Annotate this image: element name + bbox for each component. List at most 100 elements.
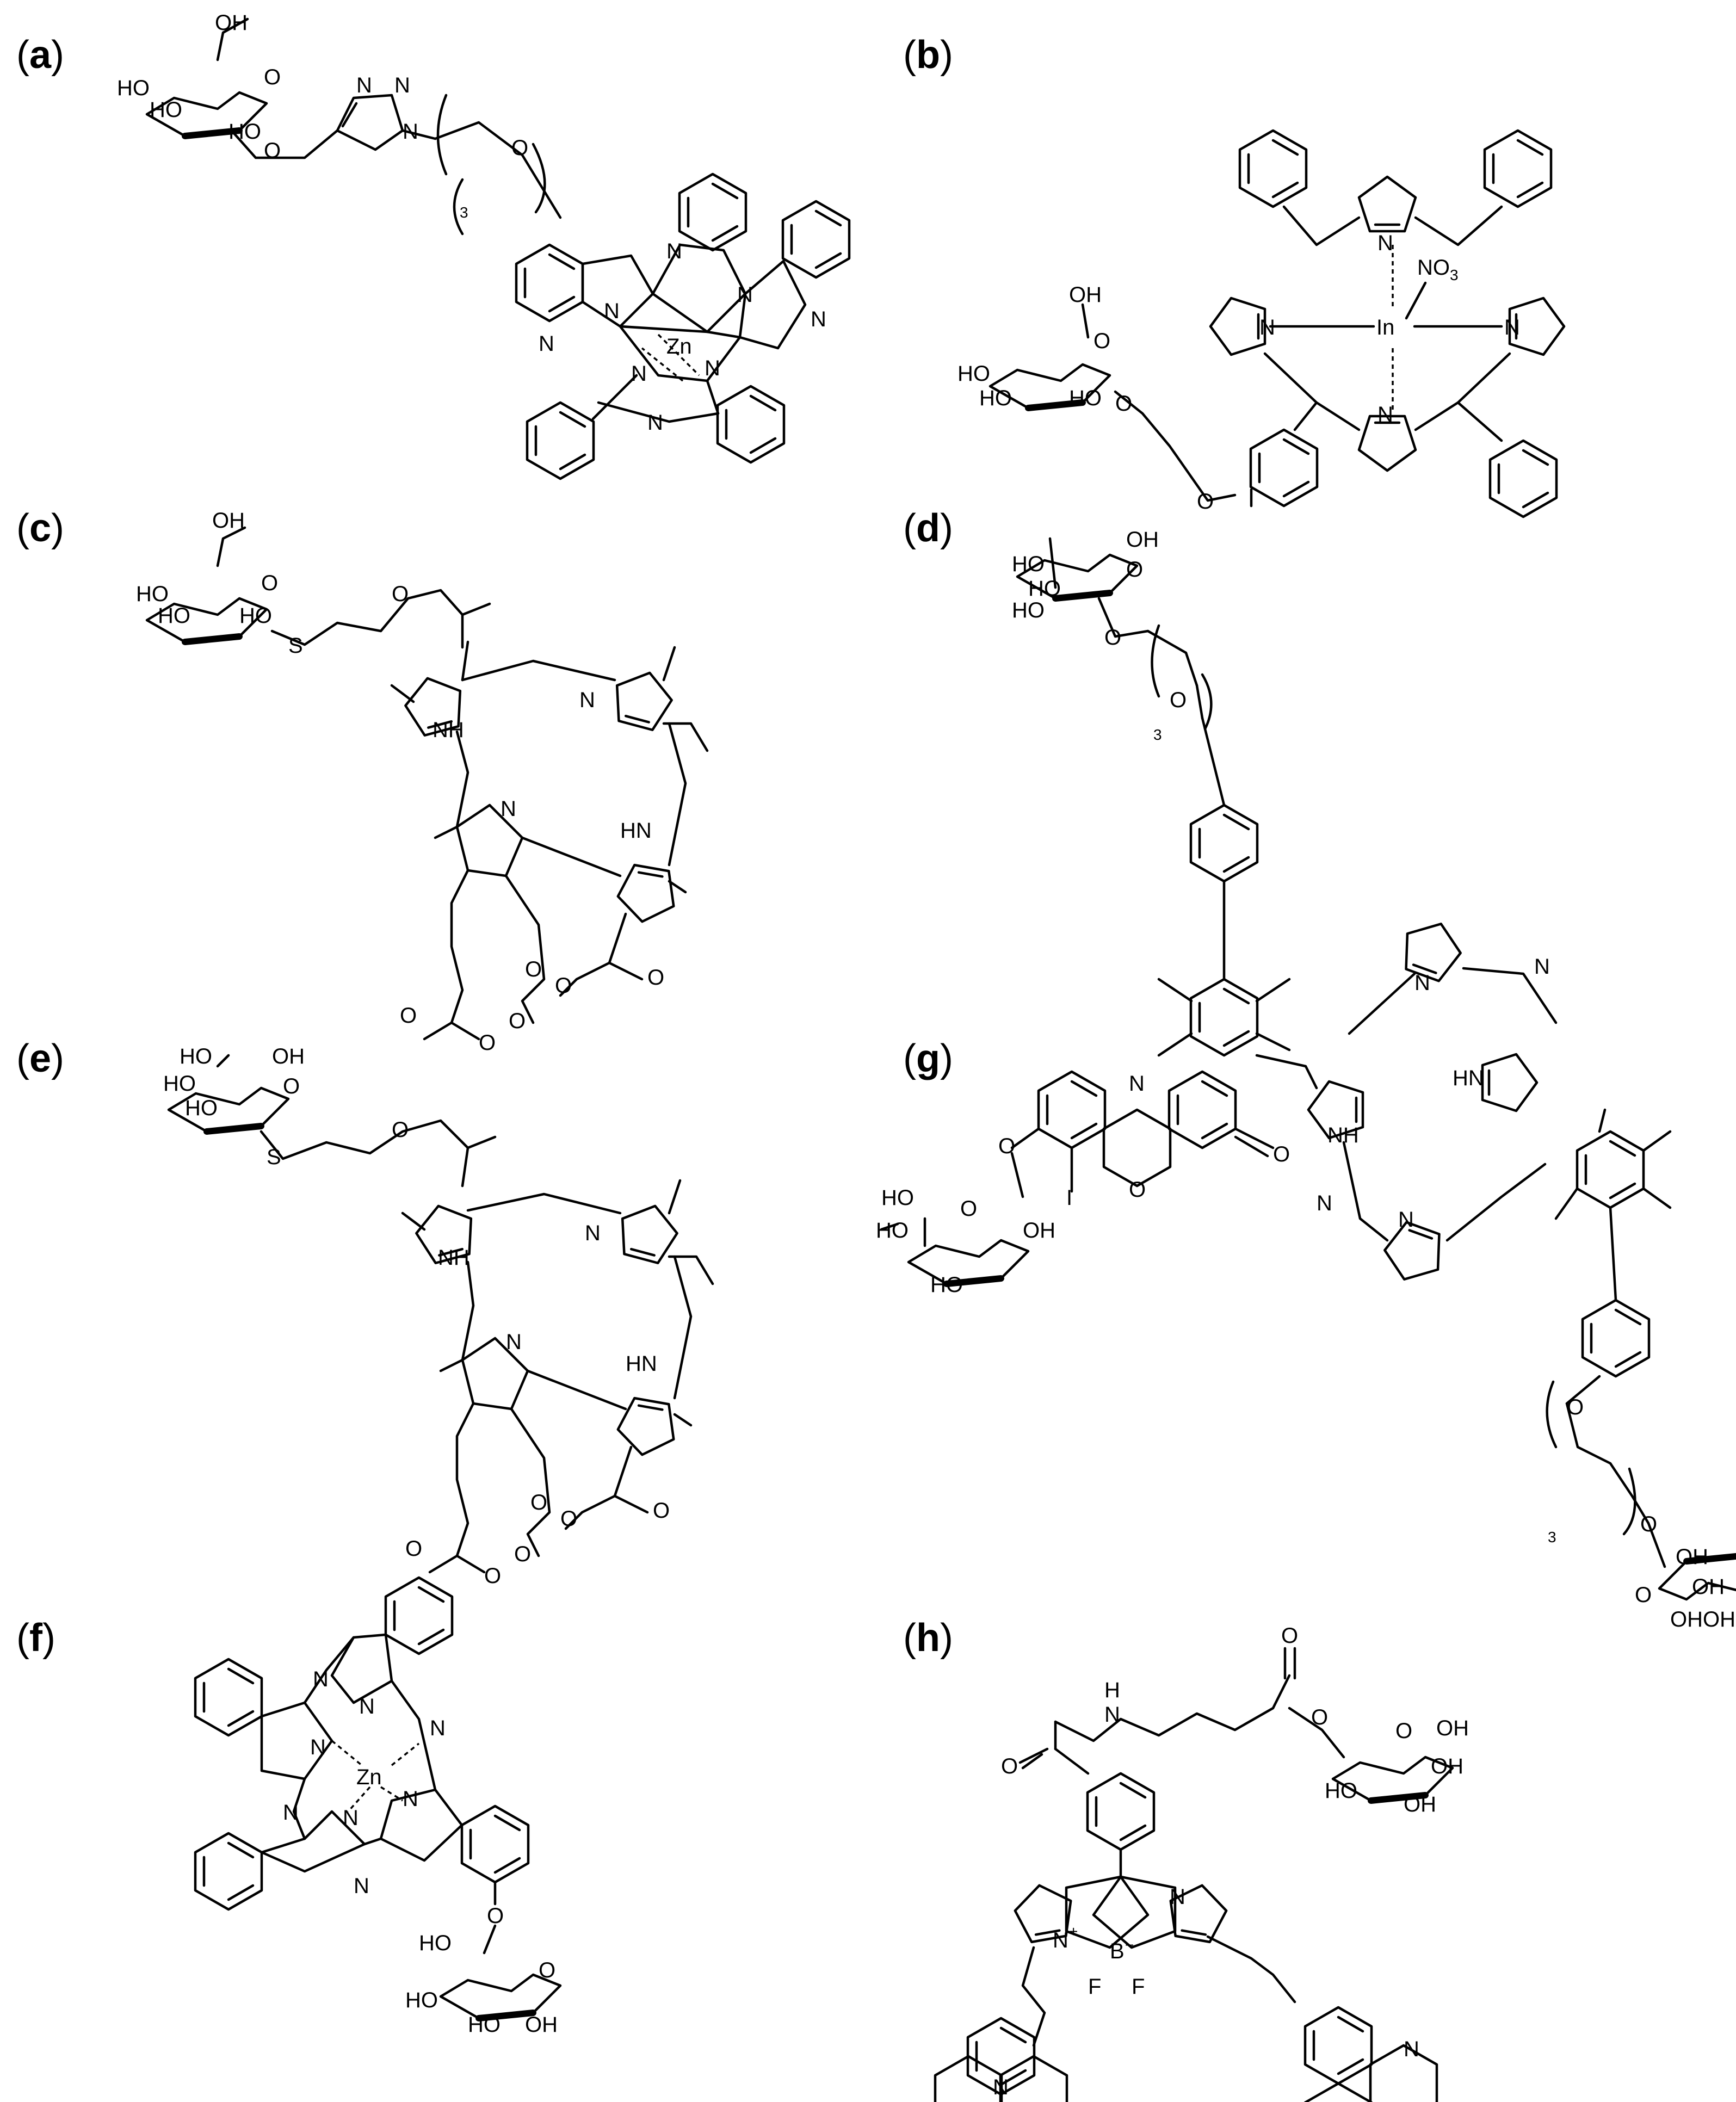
atom-label: OH — [212, 509, 245, 533]
atom-label: HN — [1453, 1066, 1484, 1090]
atom-label: F — [1132, 1975, 1145, 1999]
atom-label: HO — [468, 2013, 501, 2037]
atom-label: OH — [272, 1044, 305, 1068]
atom-label: OH — [1069, 283, 1102, 307]
atom-label: N — [666, 239, 682, 263]
panel-label-h: (h) — [903, 1616, 953, 1660]
panel-c: (c) OH HO — [16, 506, 709, 1055]
panel-label-f: (f) — [16, 1616, 55, 1660]
atom-label: N — [343, 1806, 359, 1830]
atom-labels-a: OH HO HO HO O O N N N O 3 N N N N N N N … — [117, 11, 826, 435]
atom-label: HN — [620, 819, 652, 843]
atom-label: NH — [1327, 1123, 1359, 1147]
panel-e: (e) HO OH HO — [16, 1037, 714, 1588]
atom-label: S — [288, 634, 303, 658]
atom-label: N — [1504, 316, 1520, 339]
atom-label: N — [1404, 2037, 1419, 2061]
panel-d: (d) — [903, 506, 1736, 1631]
atom-label: OH — [1703, 1608, 1735, 1631]
atom-label: N — [1414, 971, 1430, 995]
atom-label: N — [310, 1735, 326, 1759]
atom-label: O — [400, 1004, 417, 1028]
atom-labels-h: O O N H O OH O OH HO OH N N + B − F F N … — [993, 1624, 1469, 2099]
structure-h — [935, 1647, 1453, 2102]
atom-label: O — [1129, 1178, 1146, 1202]
atom-label: HO — [1012, 598, 1045, 622]
atom-label: O — [960, 1197, 977, 1221]
panel-label-d: (d) — [903, 506, 953, 550]
atom-label: OH — [1023, 1219, 1055, 1242]
atom-label: HO — [405, 1988, 438, 2012]
atom-label: O — [1104, 626, 1121, 650]
atom-label: N — [1129, 1072, 1145, 1096]
atom-label: O — [405, 1537, 422, 1561]
atom-label: H — [1104, 1678, 1120, 1702]
atom-label: N — [585, 1221, 601, 1245]
panel-label-g: (g) — [903, 1037, 953, 1080]
atom-label: N — [1053, 1928, 1068, 1952]
atom-label: HO — [881, 1186, 914, 1210]
panel-g: (g) N O O O I HO O OH HO HO — [876, 1037, 1290, 1297]
atom-label: HN — [626, 1352, 657, 1376]
atom-label: N — [631, 362, 647, 386]
atom-label: N — [1170, 1885, 1185, 1909]
atom-label: O — [998, 1134, 1015, 1158]
atom-label: NH — [433, 718, 464, 742]
atom-label: N — [1317, 1191, 1332, 1215]
atom-label: HO — [957, 362, 990, 386]
atom-label: O — [525, 957, 542, 981]
atom-label: HO — [228, 120, 261, 144]
atom-label: S — [267, 1145, 281, 1169]
atom-label: O — [647, 966, 664, 990]
structure-c — [147, 526, 709, 1041]
atom-label: O — [530, 1491, 547, 1514]
atom-label: O — [560, 1507, 577, 1531]
atom-label: HO — [419, 1931, 452, 1955]
atom-label: HO — [117, 76, 150, 100]
atom-label: HO — [136, 582, 169, 606]
atom-label: N — [1534, 955, 1550, 979]
atom-label: OH — [1436, 1716, 1469, 1740]
atom-label: 3 — [1450, 267, 1459, 283]
atom-label: N — [539, 332, 554, 356]
atom-label: O — [1311, 1705, 1328, 1729]
atom-label: O — [1395, 1719, 1412, 1743]
atom-label: O — [261, 571, 278, 595]
atom-label: HO — [1012, 552, 1045, 576]
atom-label: O — [1115, 392, 1132, 416]
atom-label: N — [501, 797, 516, 821]
atom-label: HO — [1028, 577, 1061, 601]
atom-label: N — [705, 356, 720, 380]
atom-label: O — [392, 1118, 409, 1142]
atom-label: N — [811, 307, 826, 331]
atom-label: N — [506, 1330, 522, 1354]
atom-label: O — [1094, 329, 1110, 353]
atom-label: O — [1281, 1624, 1298, 1648]
atom-label: N — [579, 688, 595, 712]
atom-label: OH — [1670, 1608, 1703, 1631]
atom-label: − — [1125, 1937, 1134, 1953]
atom-label: + — [1069, 1923, 1078, 1940]
atom-label: N — [1259, 316, 1275, 339]
atom-label: O — [1197, 490, 1214, 514]
atom-label: OH — [1676, 1545, 1708, 1569]
structure-f — [195, 1578, 560, 2018]
atom-label: O — [264, 139, 281, 163]
atom-label: N — [313, 1667, 329, 1691]
structure-g — [880, 1072, 1275, 1284]
atom-label: HO — [1069, 386, 1102, 410]
atom-label: O — [1640, 1512, 1657, 1536]
atom-label: N — [1377, 403, 1393, 426]
atom-label: O — [283, 1074, 300, 1098]
atom-label: Zn — [666, 335, 692, 358]
atom-label: O — [653, 1499, 670, 1523]
atom-label: Zn — [356, 1765, 382, 1789]
atom-labels-e: HO OH HO HO O S O NH N N HN O O O O O O — [163, 1044, 670, 1588]
atom-label: N — [604, 299, 620, 323]
atom-label: O — [392, 582, 409, 606]
atom-label: HO — [150, 98, 182, 122]
panel-b: (b) OH HO — [903, 33, 1564, 517]
atom-label: HO — [979, 386, 1012, 410]
structure-b — [990, 131, 1564, 517]
